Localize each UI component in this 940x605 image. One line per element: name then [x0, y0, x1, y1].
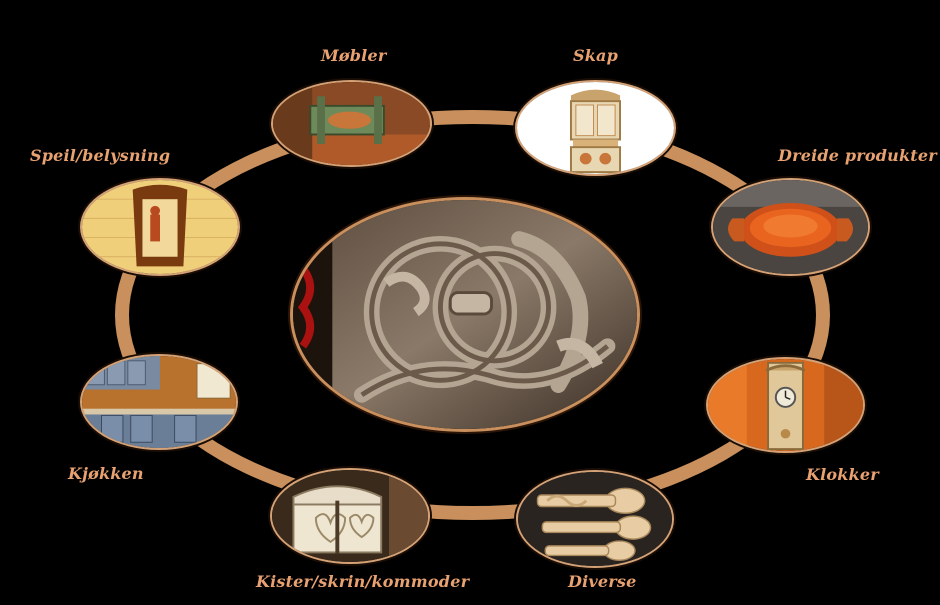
center-carving-image — [290, 197, 640, 432]
kjokken-thumbnail — [80, 354, 238, 450]
klokker-thumbnail — [706, 357, 865, 453]
speil-thumbnail — [80, 178, 240, 276]
kjokken-label: Kjøkken — [68, 464, 144, 483]
diverse-thumbnail — [516, 470, 674, 568]
skap-thumbnail — [515, 80, 676, 176]
skap-label: Skap — [573, 46, 618, 65]
klokker-label: Klokker — [806, 465, 879, 484]
kister-thumbnail — [270, 468, 430, 564]
mobler-thumbnail — [271, 80, 432, 167]
diverse-label: Diverse — [568, 572, 637, 591]
dreide-thumbnail — [711, 178, 870, 276]
speil-label: Speil/belysning — [30, 146, 171, 165]
kister-label: Kister/skrin/kommoder — [256, 572, 470, 591]
dreide-label: Dreide produkter — [778, 146, 937, 165]
mobler-label: Møbler — [321, 46, 387, 65]
